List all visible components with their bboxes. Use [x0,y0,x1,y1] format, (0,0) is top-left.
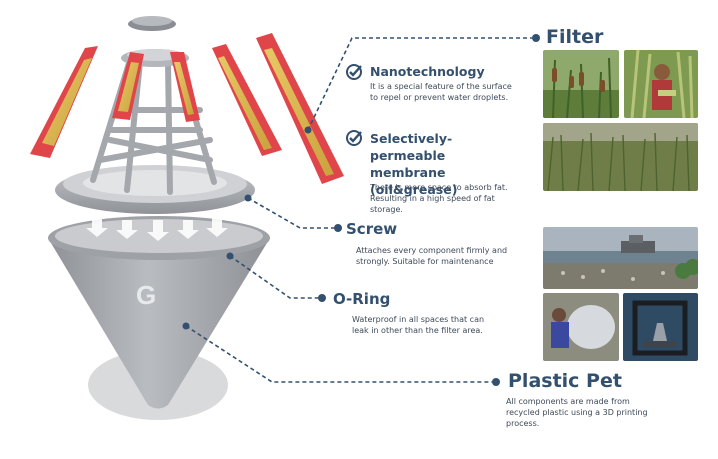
filter-panels [30,33,344,184]
plastic-pet-cone [48,224,270,409]
polluted-shore-photo [543,227,698,289]
filter-title: Filter [546,26,604,48]
plastic-bag-photo [543,293,619,361]
check-circle-icon [346,64,362,80]
screw-text: Attaches every component firmly and stro… [356,246,508,266]
connector-dots [182,34,540,386]
filter-item-title: Selectively-permeable membrane (oil&grea… [370,131,458,197]
filter-item-text: It is a special feature of the surface t… [370,82,512,102]
connector-lines [185,37,532,383]
pet-title: Plastic Pet [508,370,622,392]
filter-item-title: Nanotechnology [370,64,485,79]
pet-text: All components are made from recycled pl… [506,397,648,428]
cone-logo: G [136,280,156,310]
filter-item-text: There is more space to absorb fat. Resul… [370,183,508,214]
check-circle-icon [346,130,362,146]
reeds-photo [543,123,698,191]
cattail-photo [543,50,619,118]
screw-title: Screw [346,220,398,238]
3d-printer-photo [623,293,698,361]
oring-text: Waterproof in all spaces that can leak i… [352,315,485,335]
screw-arrows [86,218,228,241]
oring-title: O-Ring [333,290,391,308]
worker-photo [624,50,698,118]
